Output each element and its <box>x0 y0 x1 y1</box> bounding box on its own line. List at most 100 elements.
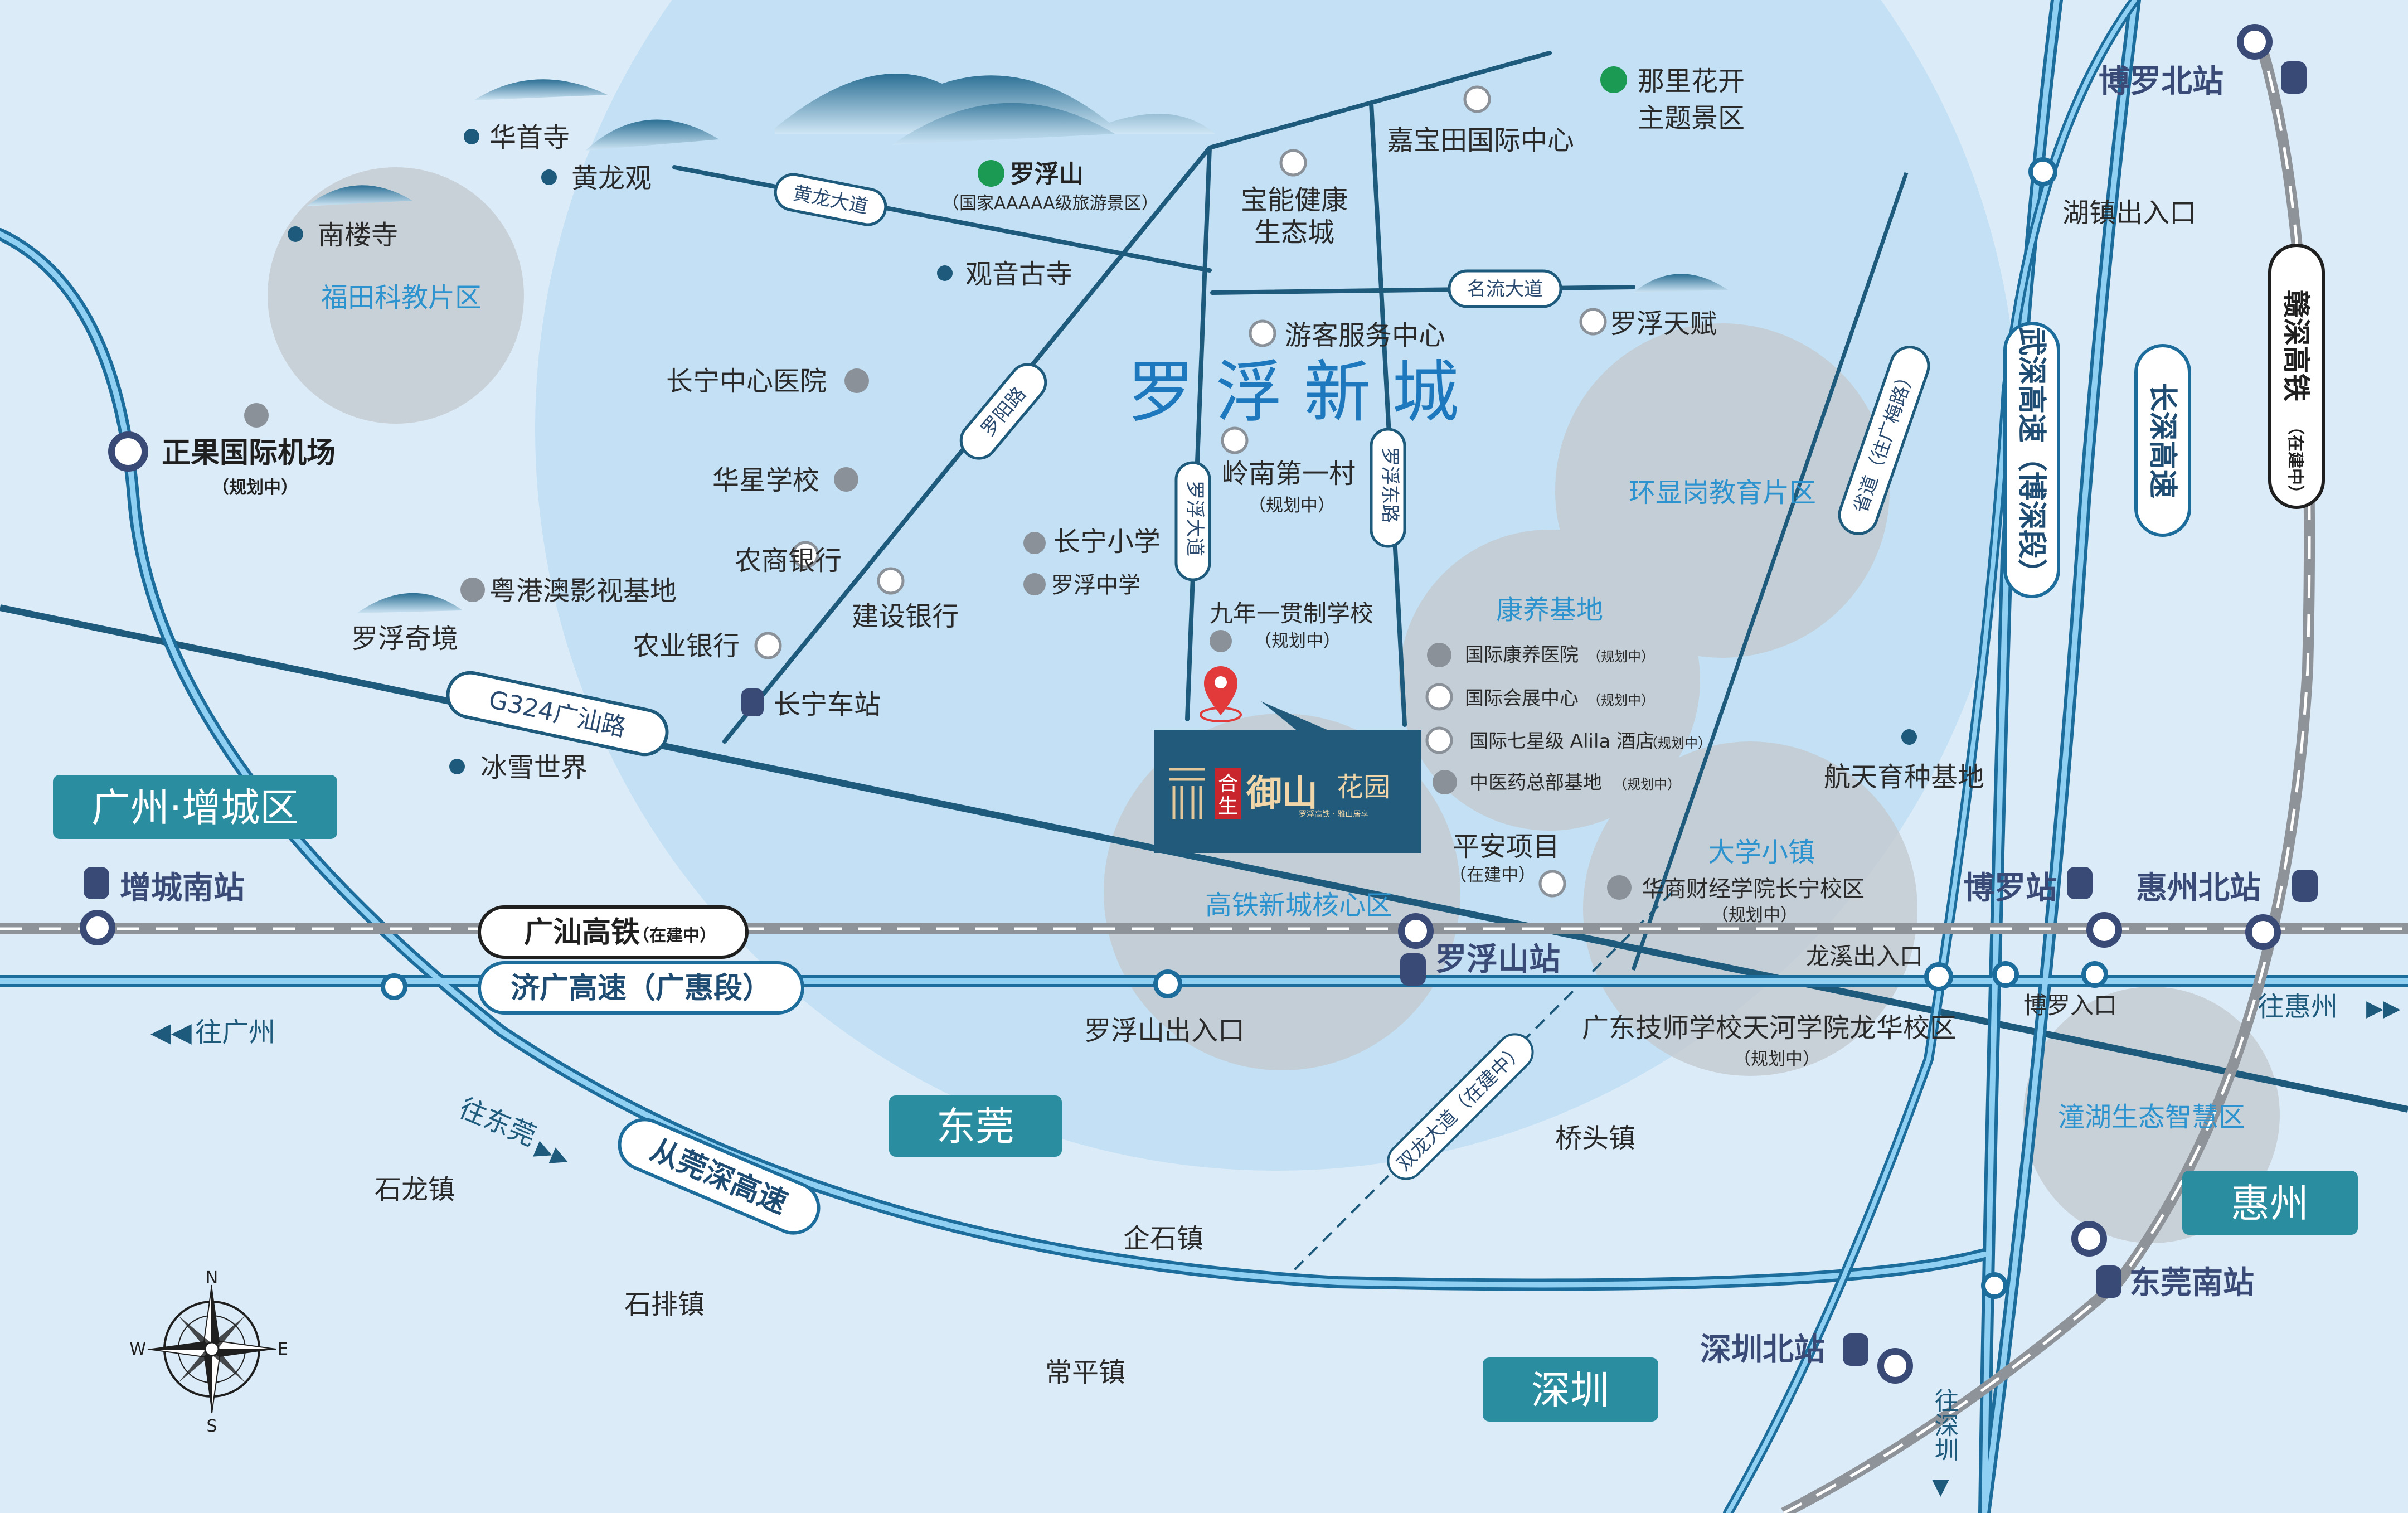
to-guangzhou-label: 往广州 <box>195 1017 275 1048</box>
huizhou-north-label: 惠州北站 <box>2136 870 2261 906</box>
compass-w: W <box>129 1340 146 1359</box>
luofu-avenue-label: 罗浮大道 <box>1183 481 1206 556</box>
baoneng-label-1: 宝能健康 <box>1241 185 1348 216</box>
nali-label-2: 主题景区 <box>1638 103 1745 134</box>
longxi-exit-label: 龙溪出入口 <box>1806 943 1923 970</box>
ganshen-rail-label: 赣深高铁 <box>2280 290 2312 401</box>
changping-label: 常平镇 <box>1045 1357 1125 1388</box>
region-huizhou-box <box>2182 1171 2358 1235</box>
zone-labels: 福田科教片区 环显岗教育片区 康养基地 大学小镇 高铁新城核心区 潼湖生态智慧区 <box>321 282 2245 1133</box>
boluo-station-label: 博罗站 <box>1963 870 2057 906</box>
g324-road <box>0 604 2408 1113</box>
zone-gaotie-label: 高铁新城核心区 <box>1205 890 1392 921</box>
region-labels: 广州·增城区 东莞 惠州 深圳 <box>53 775 2358 1422</box>
zone-futian-label: 福田科教片区 <box>321 282 482 313</box>
qishi-label: 企石镇 <box>1123 1223 1203 1254</box>
hzhen-exit-label: 湖镇出入口 <box>2062 197 2196 229</box>
compass-s: S <box>206 1417 217 1436</box>
alila-label: 国际七星级 Alila 酒店 <box>1469 730 1654 753</box>
project-name-main: 御山 <box>1246 773 1318 814</box>
exit-nodes <box>381 157 2108 1299</box>
jianshe-label: 建设银行 <box>852 601 959 632</box>
airport-marker: 正果国际机场 （规划中） <box>108 431 336 498</box>
highway-labels: 广汕高铁 （在建中） 济广高速（广惠段） 从莞深高速 武深高速（博深段） 长深高… <box>478 244 2325 1235</box>
tree-icons <box>978 66 1627 187</box>
exit-labels: 湖镇出入口 罗浮山出入口 龙溪出入口 博罗入口 <box>1084 197 2196 1046</box>
jiabaotian-label: 嘉宝田国际中心 <box>1387 125 1574 156</box>
shenzhen-north-label: 深圳北站 <box>1700 1332 1825 1368</box>
changning-hospital-label: 长宁中心医院 <box>666 366 827 397</box>
facility-icons <box>244 368 1632 900</box>
changning-station-label: 长宁车站 <box>774 689 881 720</box>
dongguan-south-label: 东莞南站 <box>2129 1265 2254 1301</box>
nongshang-label: 农商银行 <box>735 545 842 576</box>
jiunian-label: 九年一贯制学校 <box>1210 600 1373 627</box>
pingan-sub-label: （在建中） <box>1449 865 1536 885</box>
changning-primary-label: 长宁小学 <box>1054 526 1161 557</box>
train-icons <box>84 61 2318 1366</box>
luofutianfu-label: 罗浮天赋 <box>1610 308 1717 340</box>
project-name-secondary: 花园 <box>1337 772 1390 803</box>
huanglongguan-label: 黄龙观 <box>571 163 652 194</box>
region-shenzhen-box <box>1483 1357 1658 1422</box>
airport-sub-label: （规划中） <box>212 478 298 498</box>
nongye-label: 农业银行 <box>633 631 740 662</box>
region-shenzhen-label: 深圳 <box>1531 1367 1609 1413</box>
luofushan-sub-label: （国家AAAAA级旅游景区） <box>942 193 1158 214</box>
alila-status: （规划中） <box>1644 735 1711 751</box>
zone-tonghu-label: 潼湖生态智慧区 <box>2058 1102 2245 1133</box>
kangyang-hospital-label: 国际康养医院 <box>1465 644 1579 666</box>
airport-label: 正果国际机场 <box>162 437 336 470</box>
project-box <box>1154 730 1421 853</box>
bingxue-label: 冰雪世界 <box>480 752 588 783</box>
station-nodes <box>80 24 2281 1384</box>
zhongyiyao-status: （规划中） <box>1614 777 1681 792</box>
region-dongguan-box <box>889 1095 1062 1157</box>
zone-kangyang <box>1399 530 1700 831</box>
boluo-exit-label: 博罗入口 <box>2023 992 2117 1019</box>
poi-markers <box>288 129 1917 774</box>
building-icons <box>754 85 1607 898</box>
zone-kangyang-label: 康养基地 <box>1496 594 1603 625</box>
luofu-middle-label: 罗浮中学 <box>1051 573 1140 598</box>
zhongyiyao-label: 中医药总部基地 <box>1469 772 1602 794</box>
project-brand-char-1: 合 <box>1218 773 1238 796</box>
lingnan-label: 岭南第一村 <box>1222 458 1356 489</box>
project-brand-char-2: 生 <box>1218 795 1238 818</box>
youke-label: 游客服务中心 <box>1285 320 1445 351</box>
project-callout-pointer <box>1261 701 1332 732</box>
qiaotou-label: 桥头镇 <box>1555 1123 1635 1154</box>
jishi-label: 广东技师学校天河学院龙华校区 <box>1582 1012 1957 1044</box>
yuegang-label: 粤港澳影视基地 <box>489 575 677 607</box>
huashang-sub-label: （规划中） <box>1711 905 1798 925</box>
guanyin-label: 观音古寺 <box>965 259 1072 290</box>
nanlousi-label: 南楼寺 <box>318 220 398 251</box>
changshen-highway-label: 长深高速 <box>2145 382 2179 498</box>
luofuqijing-label: 罗浮奇境 <box>351 623 458 654</box>
to-shenzhen-label: 往深圳 <box>1930 1388 1959 1462</box>
to-guangzhou-arrow: ◀◀ <box>151 1017 192 1048</box>
hangtian-label: 航天育种基地 <box>1824 762 1984 793</box>
kangyang-hospital-status: （规划中） <box>1587 649 1654 665</box>
project-logo-icon <box>1169 768 1205 819</box>
to-shenzhen-arrow: ▼ <box>1932 1474 1949 1500</box>
project-callout: 合 生 御山 花园 罗浮高铁 · 雅山居享 <box>1154 701 1421 853</box>
region-guangzhou-box <box>53 775 337 839</box>
boluo-north-label: 博罗北站 <box>2099 64 2223 100</box>
luofu-east-label: 罗浮东路 <box>1378 447 1401 523</box>
shilong-label: 石龙镇 <box>375 1174 455 1205</box>
project-brand-badge <box>1215 768 1241 819</box>
compass-e: E <box>278 1340 288 1359</box>
compass-rose-icon: N S E W <box>129 1268 288 1436</box>
luofushan-station-label: 罗浮山站 <box>1435 942 1560 978</box>
compass-n: N <box>206 1268 218 1288</box>
zone-huanxiangang-label: 环显岗教育片区 <box>1629 477 1816 508</box>
shipai-label: 石排镇 <box>624 1289 705 1320</box>
jiunian-sub-label: （规划中） <box>1254 631 1341 651</box>
region-huizhou-label: 惠州 <box>2231 1181 2309 1226</box>
project-tagline: 罗浮高铁 · 雅山居享 <box>1299 809 1368 819</box>
station-labels: 博罗北站 增城南站 罗浮山站 博罗站 惠州北站 东莞南站 深圳北站 <box>120 64 2261 1368</box>
wushen-highway-label: 武深高速（博深段） <box>2014 327 2048 588</box>
huashang-label: 华商财经学院长宁校区 <box>1642 876 1865 902</box>
